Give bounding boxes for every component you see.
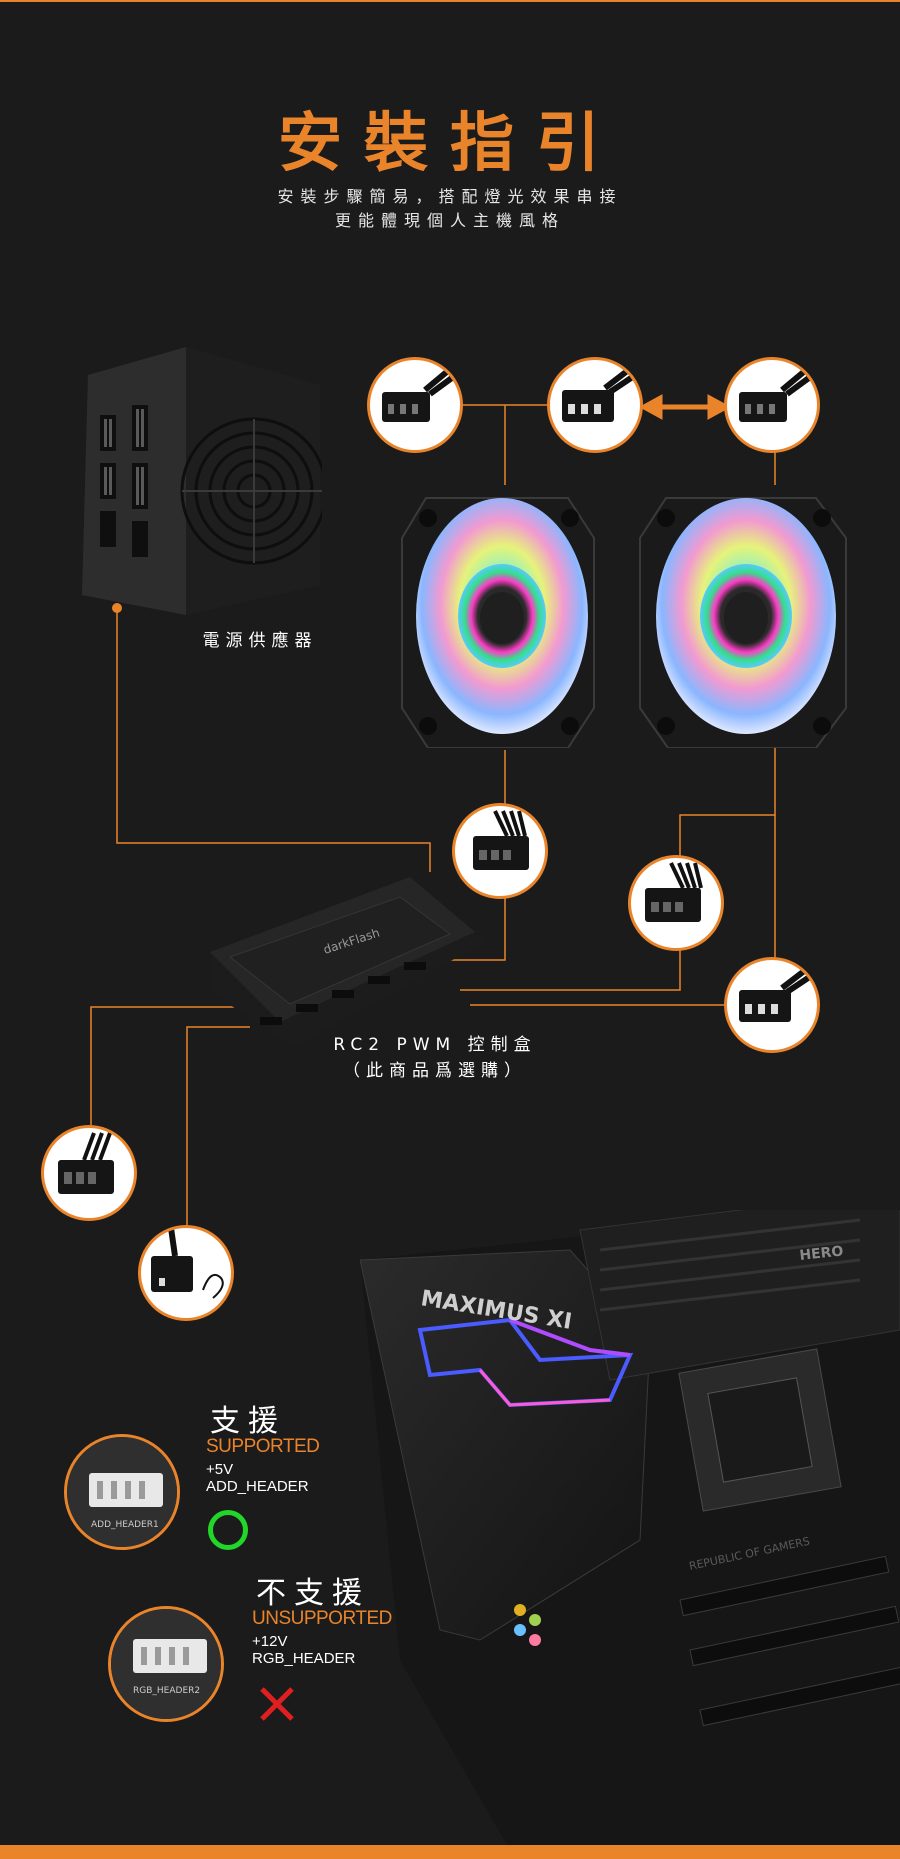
rgb-header-closeup: RGB_HEADER2 [108, 1606, 224, 1722]
rgb-fan-1 [401, 497, 595, 748]
rgb-fan-2 [639, 497, 847, 748]
unsupported-en: UNSUPPORTED [252, 1608, 392, 1629]
pwm-connector-bubble-1 [452, 803, 548, 899]
argb-connector-icon [562, 362, 640, 422]
pwm-connector-icon [473, 810, 529, 870]
hub-label-line-2: （此商品爲選購） [343, 1061, 527, 1081]
argb-connector-icon [382, 362, 460, 422]
argb-connector-icon [739, 362, 817, 422]
page-subtitle: 安裝步驟簡易，搭配燈光效果串接 更能體現個人主機風格 [0, 185, 900, 233]
wire-hub-argb-out [186, 1026, 250, 1225]
board-badge-text: HERO [799, 1243, 844, 1264]
subtitle-line-1: 安裝步驟簡易，搭配燈光效果串接 [277, 187, 623, 206]
supported-header: ADD_HEADER [206, 1478, 309, 1495]
bottom-accent-rule [0, 1845, 900, 1859]
argb-connector-icon [739, 962, 817, 1022]
pwm-connector-icon [58, 1132, 114, 1194]
rgb-header-pins-icon: RGB_HEADER2 [111, 1609, 221, 1719]
pwm-connector-icon [645, 862, 703, 922]
unsupported-header: RGB_HEADER [252, 1650, 356, 1667]
link-arrow [638, 394, 732, 420]
psu-port-dot [112, 603, 122, 613]
argb-connector-bubble-5 [138, 1225, 234, 1321]
wire-psu-hub [116, 608, 431, 872]
argb-connector-bubble-2 [547, 357, 643, 453]
argb-connector-icon [151, 1228, 224, 1299]
add-header-closeup: ADD_HEADER1 [64, 1434, 180, 1550]
supported-voltage: +5V [206, 1461, 234, 1478]
hub-label-line-1: RC2 PWM 控制盒 [333, 1035, 537, 1055]
psu-label: 電源供應器 [202, 631, 318, 651]
rgb-header-silk: RGB_HEADER2 [133, 1686, 200, 1696]
wire-hub-pwm-out [90, 1006, 236, 1125]
psu-image [82, 347, 322, 615]
argb-connector-bubble-1 [367, 357, 463, 453]
supported-en: SUPPORTED [206, 1436, 320, 1457]
unsupported-voltage: +12V [252, 1633, 288, 1650]
check-circle-icon [208, 1510, 248, 1550]
wire-fan2-hub [460, 745, 776, 991]
supported-title: 支援 [210, 1404, 286, 1439]
argb-connector-bubble-3 [724, 357, 820, 453]
unsupported-title: 不支援 [256, 1576, 370, 1611]
pwm-connector-bubble-2 [628, 855, 724, 951]
argb-connector-bubble-4 [724, 957, 820, 1053]
add-header-pins-icon: ADD_HEADER1 [67, 1437, 177, 1547]
pwm-connector-bubble-3 [41, 1125, 137, 1221]
add-header-silk: ADD_HEADER1 [91, 1520, 159, 1530]
page-title: 安裝指引 [278, 107, 622, 181]
hub-label: RC2 PWM 控制盒 （此商品爲選購） [300, 1032, 570, 1084]
motherboard-image: MAXIMUS XI HERO REPUBLIC OF GAMERS [360, 1210, 900, 1850]
subtitle-line-2: 更能體現個人主機風格 [334, 211, 565, 230]
cross-icon [260, 1687, 294, 1721]
top-accent-rule [0, 0, 900, 2]
rc2-pwm-hub-image: darkFlash [210, 877, 485, 1047]
